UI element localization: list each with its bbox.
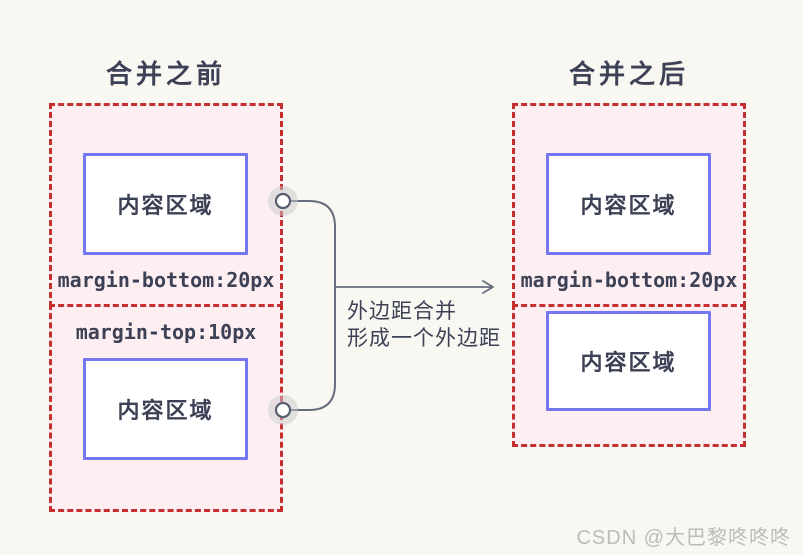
after-title: 合并之后 [568,59,689,89]
after-margin-bottom-label: margin-bottom:20px [520,268,738,292]
after-margin-box-2: 内容区域 [512,304,746,447]
before-margin-top-label: margin-top:10px [75,320,257,344]
after-content-box-1: 内容区域 [546,153,711,255]
before-title: 合并之前 [105,59,226,89]
merge-bracket-line [290,200,336,411]
before-margin-box-2: margin-top:10px 内容区域 [49,304,283,512]
before-content-box-1: 内容区域 [83,153,248,255]
merge-annotation: 外边距合并 形成一个外边距 [347,298,501,352]
merge-annotation-line1: 外边距合并 [347,300,457,323]
after-margin-box-1: 内容区域 margin-bottom:20px [512,103,746,307]
before-margin-bottom-label: margin-bottom:20px [57,268,275,292]
before-margin-box-1: 内容区域 margin-bottom:20px [49,103,283,307]
after-content-box-2: 内容区域 [546,311,711,411]
merge-annotation-line2: 形成一个外边距 [347,327,501,350]
before-content-box-2: 内容区域 [83,358,248,460]
watermark: CSDN @大巴黎咚咚咚 [576,527,791,549]
merge-arrow-head-icon [482,280,494,294]
